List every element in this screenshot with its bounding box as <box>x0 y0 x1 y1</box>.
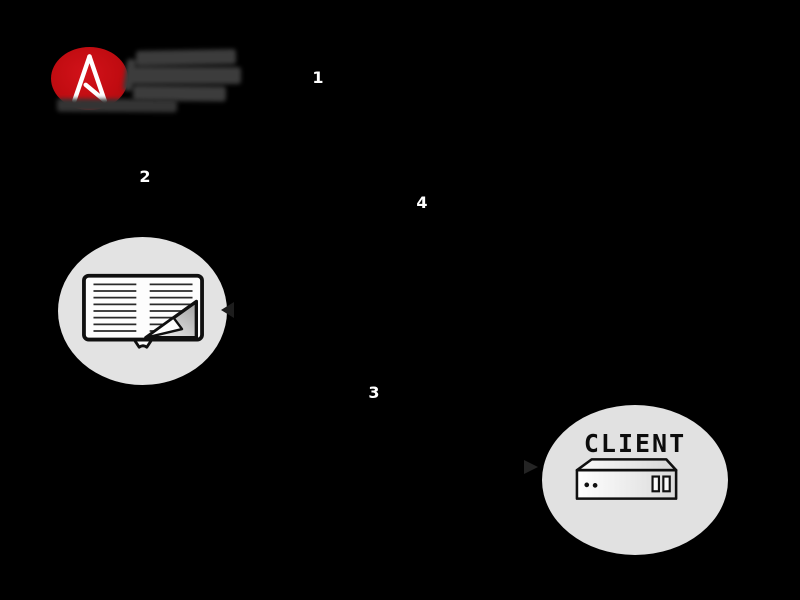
step-number-4: 4 <box>416 193 428 212</box>
ansible-a-glyph <box>72 54 107 103</box>
playbook-node <box>58 237 227 385</box>
blurred-wordmark-blob <box>122 47 247 115</box>
arrowhead-to-playbook-icon <box>221 302 234 318</box>
client-node-label: CLIENT <box>583 429 687 458</box>
client-node: CLIENT <box>542 405 728 555</box>
server-box-icon <box>575 458 678 500</box>
blurred-wordmark-underline <box>56 98 178 113</box>
wordmark-line <box>129 67 241 84</box>
wordmark-line <box>135 49 237 66</box>
open-book-icon <box>82 273 204 349</box>
step-number-2: 2 <box>139 167 151 186</box>
step-number-3: 3 <box>368 383 380 402</box>
arrowhead-to-client-icon <box>524 460 538 474</box>
step-number-1: 1 <box>312 68 324 87</box>
